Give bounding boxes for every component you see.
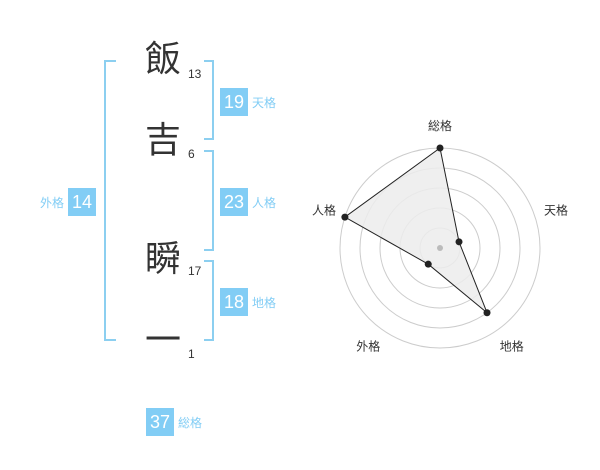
tenkaku-label: 天格 <box>252 95 277 110</box>
radar-axis-label: 天格 <box>544 202 568 217</box>
gaikaku-bracket <box>104 60 116 341</box>
chikaku-label: 地格 <box>252 295 277 310</box>
name-char-2: 吉 <box>144 120 181 161</box>
stroke-count-1: 13 <box>188 67 202 81</box>
name-char-1: 飯 <box>144 39 181 80</box>
chikaku-badge: 18 地格 <box>220 288 276 316</box>
tenkaku-bracket <box>204 60 214 140</box>
jinkaku-label: 人格 <box>252 195 277 210</box>
chikaku-bracket <box>204 260 214 341</box>
chikaku-value: 18 <box>220 288 248 316</box>
radar-center-dot <box>437 245 443 251</box>
jinkaku-badge: 23 人格 <box>220 188 276 216</box>
tenkaku-value: 19 <box>220 88 248 116</box>
soukaku-badge: 37 総格 <box>146 408 202 436</box>
soukaku-label: 総格 <box>178 415 203 430</box>
radar-axis-label: 総格 <box>428 118 452 133</box>
radar-data-point <box>436 144 444 152</box>
gaikaku-value: 14 <box>68 188 97 216</box>
soukaku-value: 37 <box>146 408 174 436</box>
jinkaku-value: 23 <box>220 188 248 216</box>
radar-data-point <box>424 260 432 268</box>
radar-series-area <box>343 147 488 314</box>
radar-axis-label: 人格 <box>312 202 336 217</box>
radar-data-point <box>483 309 491 317</box>
gaikaku-badge: 外格 14 <box>40 188 97 216</box>
stroke-count-2: 6 <box>188 147 195 161</box>
jinkaku-bracket <box>204 150 214 251</box>
name-char-4: 一 <box>144 320 181 361</box>
radar-data-point <box>455 238 463 246</box>
stroke-count-4: 1 <box>188 347 195 361</box>
gaikaku-label: 外格 <box>40 195 65 210</box>
radar-axis-label: 地格 <box>500 339 524 354</box>
name-char-3: 瞬 <box>144 239 181 280</box>
radar-data-point <box>341 213 349 221</box>
radar-axis-label: 外格 <box>356 339 380 354</box>
stroke-count-3: 17 <box>188 264 202 278</box>
tenkaku-badge: 19 天格 <box>220 88 276 116</box>
